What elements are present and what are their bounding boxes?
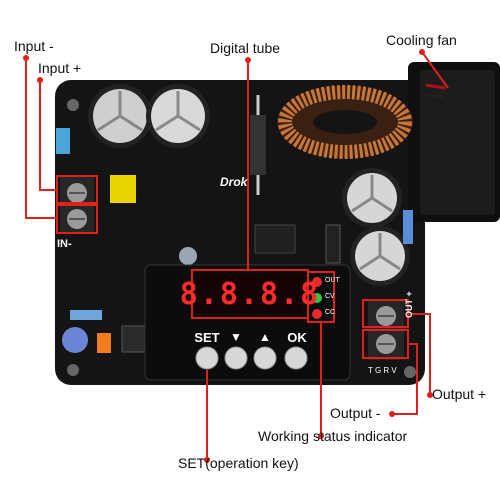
label-output-minus: Output -	[330, 405, 381, 421]
silk-led-cc: CC	[325, 309, 336, 316]
orange-capacitor	[97, 333, 111, 353]
capacitor-right-top	[342, 168, 402, 228]
down-key-body	[224, 346, 248, 370]
silk-out-plus: OUT +	[404, 291, 414, 318]
led-cv	[312, 293, 322, 303]
label-output-plus: Output +	[432, 386, 487, 402]
yellow-capacitor	[110, 175, 136, 203]
brand-logo-text: Drok	[220, 175, 248, 189]
digital-tube-readout: 8.8.8.8	[179, 276, 321, 312]
capacitor-left	[88, 84, 152, 148]
silk-led-cv: CV	[325, 293, 335, 300]
label-set-operation-key: SET(operation key)	[178, 455, 299, 471]
ic-chip	[254, 224, 296, 254]
down-button-label[interactable]: ▼	[230, 330, 242, 344]
ok-key-body	[284, 346, 308, 370]
black-resistor	[325, 224, 341, 264]
blue-resistor	[403, 210, 413, 244]
ok-button-label[interactable]: OK	[287, 330, 307, 345]
annotation-lines	[25, 51, 449, 460]
led-cc	[312, 309, 322, 319]
up-button-label[interactable]: ▲	[259, 330, 271, 344]
fuse-holder	[56, 128, 70, 154]
set-button-label[interactable]: SET	[194, 330, 220, 345]
label-cooling-fan: Cooling fan	[386, 32, 457, 48]
led-out	[312, 277, 322, 287]
blue-capacitor	[62, 327, 88, 353]
label-input-minus: Input -	[14, 38, 54, 54]
resistor-bottom	[70, 310, 102, 320]
silk-led-out: OUT	[325, 277, 340, 284]
label-working-status-indicator: Working status indicator	[258, 428, 408, 444]
toroid-inductor	[277, 85, 413, 159]
silk-in-minus: IN-	[57, 238, 72, 250]
diode	[250, 115, 266, 175]
capacitor-right-bottom	[350, 226, 410, 286]
digital-tube	[197, 275, 303, 313]
set-key-body	[195, 346, 219, 370]
capacitor-middle	[146, 84, 210, 148]
label-digital-tube: Digital tube	[210, 40, 281, 56]
label-input-plus: Input +	[38, 60, 82, 76]
inductor-small	[121, 325, 149, 353]
silk-tgrv: T G R V	[368, 366, 397, 375]
up-key-body	[253, 346, 277, 370]
small-capacitor	[179, 247, 197, 265]
